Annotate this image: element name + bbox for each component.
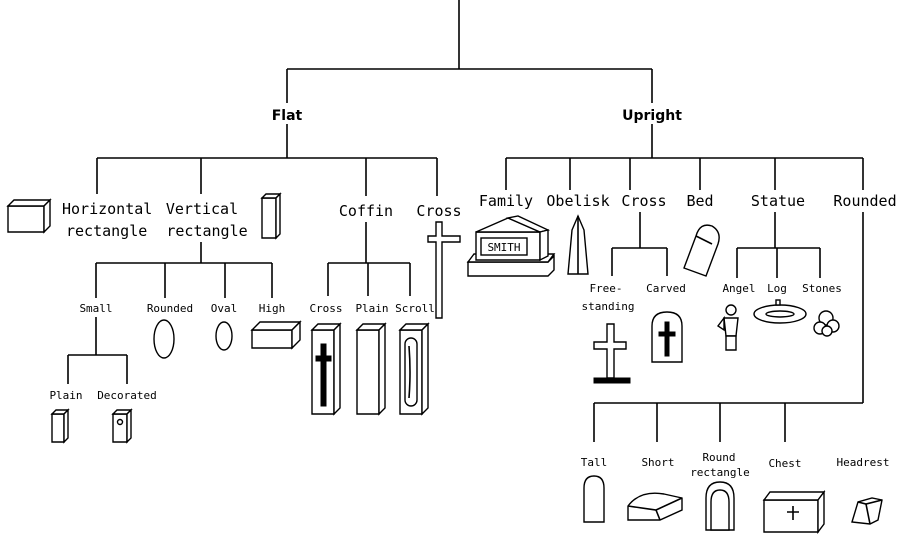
obelisk-label: Obelisk <box>546 192 609 210</box>
vertical-rectangle-label-line1: Vertical <box>166 200 238 218</box>
coffin-label: Coffin <box>339 202 393 220</box>
family-monument-icon: SMITH <box>468 216 554 276</box>
round-rectangle-icon <box>706 482 734 530</box>
round-rectangle-label-line2: rectangle <box>690 466 750 479</box>
chest-icon <box>764 492 824 532</box>
free-standing-label-line1: Free- <box>589 282 622 295</box>
horizontal-rectangle-label-line1: Horizontal <box>62 200 152 218</box>
coffin-plain-icon <box>357 324 385 414</box>
smith-inscription: SMITH <box>487 241 520 254</box>
coffin-plain-label: Plain <box>355 302 388 315</box>
tree-connectors <box>68 0 863 442</box>
carved-headstone-icon <box>652 312 682 362</box>
upright-label: Upright <box>622 108 682 124</box>
chest-label: Chest <box>768 457 801 470</box>
bed-headstone-icon <box>684 225 719 276</box>
rounded-oval-icon <box>154 320 174 358</box>
horizontal-rectangle-icon <box>8 200 50 232</box>
plain-small-icon <box>52 410 68 442</box>
oval-icon <box>216 322 232 350</box>
family-label: Family <box>479 192 533 210</box>
plain-small-label: Plain <box>49 389 82 402</box>
log-icon <box>754 300 806 323</box>
stones-label: Stones <box>802 282 842 295</box>
free-standing-cross-icon <box>594 324 630 383</box>
tall-label: Tall <box>581 456 608 469</box>
angel-label: Angel <box>722 282 755 295</box>
log-label: Log <box>767 282 787 295</box>
vertical-rectangle-label-line2: rectangle <box>166 222 247 240</box>
tall-rounded-icon <box>584 476 604 522</box>
short-rounded-icon <box>628 493 682 520</box>
stones-icon <box>814 311 839 336</box>
rounded-flat-label: Rounded <box>147 302 193 315</box>
statue-label: Statue <box>751 192 805 210</box>
round-rectangle-label-line1: Round <box>702 451 735 464</box>
coffin-scroll-label: Scroll <box>395 302 435 315</box>
coffin-cross-label: Cross <box>309 302 342 315</box>
headrest-icon <box>852 498 882 524</box>
flat-label: Flat <box>272 108 303 124</box>
coffin-cross-icon <box>312 324 340 414</box>
flat-cross-label: Cross <box>416 202 461 220</box>
bed-label: Bed <box>686 192 713 210</box>
vertical-rectangle-icon <box>262 194 280 238</box>
obelisk-icon <box>568 216 588 274</box>
rounded-upright-label: Rounded <box>833 192 896 210</box>
carved-label: Carved <box>646 282 686 295</box>
angel-statue-icon <box>718 305 738 350</box>
coffin-scroll-icon <box>400 324 428 414</box>
decorated-label: Decorated <box>97 389 157 402</box>
oval-label: Oval <box>211 302 238 315</box>
high-block-icon <box>252 322 300 348</box>
small-label: Small <box>79 302 112 315</box>
short-label: Short <box>641 456 674 469</box>
horizontal-rectangle-label-line2: rectangle <box>66 222 147 240</box>
headrest-label: Headrest <box>837 456 890 469</box>
free-standing-label-line2: standing <box>582 300 635 313</box>
upright-cross-label: Cross <box>621 192 666 210</box>
decorated-small-icon <box>113 410 131 442</box>
high-label: High <box>259 302 286 315</box>
